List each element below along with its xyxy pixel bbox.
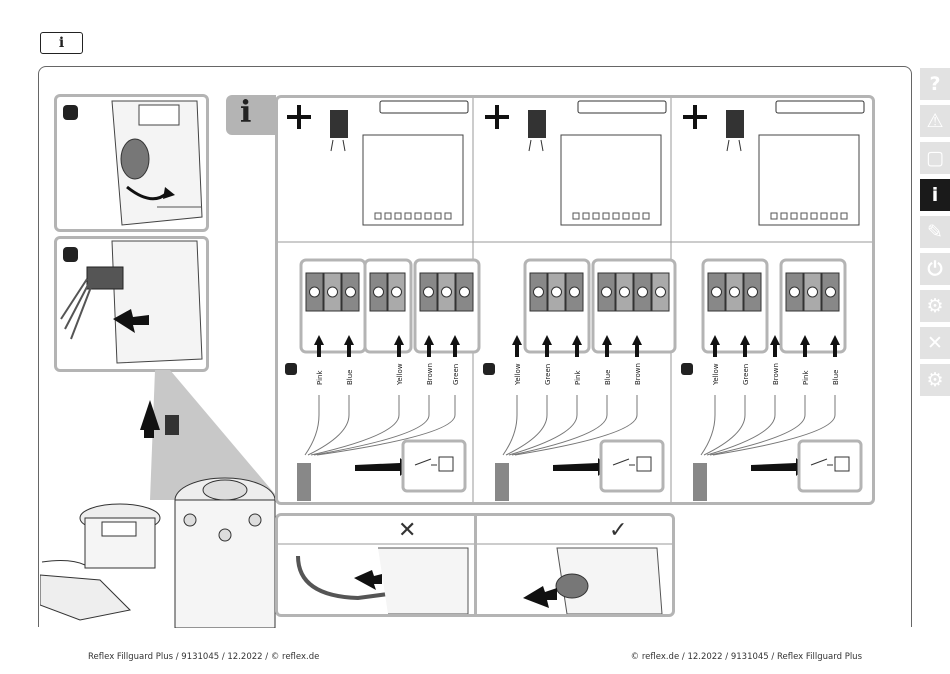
screw-head [730, 287, 740, 297]
screw-head [638, 287, 648, 297]
step-badge [285, 363, 297, 375]
circuit-board [759, 135, 859, 225]
screw-head [826, 287, 836, 297]
sidebar-tab-warning-icon[interactable]: ⚠ [920, 105, 950, 137]
wire [704, 395, 745, 455]
relay-legs [331, 140, 345, 151]
wire-label-pink: Pink [316, 370, 324, 385]
wire-label-green: Green [452, 364, 460, 385]
screw-head [570, 287, 580, 297]
correct-connection-illustration [477, 516, 672, 614]
wire [710, 395, 805, 455]
sidebar-tab-service-icon[interactable]: ⚙ [920, 364, 950, 396]
plus-icon [683, 105, 707, 129]
screw-head [620, 287, 630, 297]
relay-module-icon [528, 110, 546, 138]
step-panel-2 [54, 236, 209, 372]
wire [512, 395, 607, 455]
wire-label-blue: Blue [604, 370, 612, 386]
footer-right: © reflex.de / 12.2022 / 9131045 / Reflex… [631, 652, 862, 662]
wire-label-green: Green [742, 364, 750, 385]
wire-label-brown: Brown [426, 363, 434, 385]
wrong-connection-illustration [278, 516, 475, 614]
relay-module-icon [330, 110, 348, 138]
wire-label-yellow: Yellow [514, 363, 522, 386]
screw-head [808, 287, 818, 297]
sidebar-tab-power-icon[interactable]: ⏻ [920, 253, 950, 285]
wire [506, 395, 547, 455]
wire-label-blue: Blue [832, 370, 840, 386]
wire [701, 395, 715, 455]
step-badge [63, 105, 78, 120]
fillguard-device-illustration [40, 370, 280, 628]
screw-head [346, 287, 356, 297]
label-box [380, 101, 468, 113]
wire-label-blue: Blue [346, 370, 354, 386]
plus-icon [485, 105, 509, 129]
info-tab: i [226, 95, 276, 135]
plus-icon [287, 105, 311, 129]
step-badge [681, 363, 693, 375]
wire-arrow [770, 335, 780, 345]
connector-illustration [57, 239, 206, 369]
relay-box [799, 441, 861, 491]
screw-head [310, 287, 320, 297]
sidebar-tab-package-icon[interactable]: ▢ [920, 142, 950, 174]
wire [509, 395, 577, 455]
screw-head [442, 287, 452, 297]
wire-label-green: Green [544, 364, 552, 385]
circuit-board [363, 135, 463, 225]
screw-head [374, 287, 384, 297]
screw-head [460, 287, 470, 297]
screw-head [602, 287, 612, 297]
wire [305, 395, 319, 455]
wire-label-pink: Pink [574, 370, 582, 385]
sidebar-tab-info-icon[interactable]: i [920, 179, 950, 211]
screw-head [790, 287, 800, 297]
cable [495, 463, 509, 501]
wire-label-brown: Brown [772, 363, 780, 385]
screw-head [424, 287, 434, 297]
label-box [578, 101, 666, 113]
step-badge [63, 247, 78, 262]
relay-legs [529, 140, 543, 151]
sidebar-tab-install-icon[interactable]: ✎ [920, 216, 950, 248]
wire-label-brown: Brown [634, 363, 642, 385]
relay-module-icon [726, 110, 744, 138]
screw-head [534, 287, 544, 297]
device-illustration [57, 97, 206, 229]
info-box: i [40, 32, 83, 54]
correct-connection-panel: ✓ [474, 513, 675, 617]
step-panel-1 [54, 94, 209, 232]
wire-arrow [512, 335, 522, 345]
cable [297, 463, 311, 501]
relay-box [403, 441, 465, 491]
wire-label-yellow: Yellow [712, 363, 720, 386]
sidebar-tab-tools-icon[interactable]: ✕ [920, 327, 950, 359]
footer-left: Reflex Fillguard Plus / 9131045 / 12.202… [88, 652, 319, 662]
wrong-connection-panel: ✕ [275, 513, 475, 617]
cable [693, 463, 707, 501]
screw-head [656, 287, 666, 297]
wire [503, 395, 517, 455]
wire-label-pink: Pink [802, 370, 810, 385]
label-box [776, 101, 864, 113]
wiring-diagrams: Pink Blue Yellow Brown Green Yellow Green Pink… [275, 95, 875, 505]
screw-head [328, 287, 338, 297]
info-tab-label: i [240, 95, 251, 130]
wire [707, 395, 775, 455]
wire [308, 395, 349, 455]
sidebar-tab-help-icon[interactable]: ? [920, 68, 950, 100]
relay-box [601, 441, 663, 491]
sidebar-tab-settings-icon[interactable]: ⚙ [920, 290, 950, 322]
screw-head [712, 287, 722, 297]
screw-head [552, 287, 562, 297]
wire-label-yellow: Yellow [396, 363, 404, 386]
circuit-board [561, 135, 661, 225]
screw-head [392, 287, 402, 297]
step-badge [483, 363, 495, 375]
screw-head [748, 287, 758, 297]
relay-legs [727, 140, 741, 151]
